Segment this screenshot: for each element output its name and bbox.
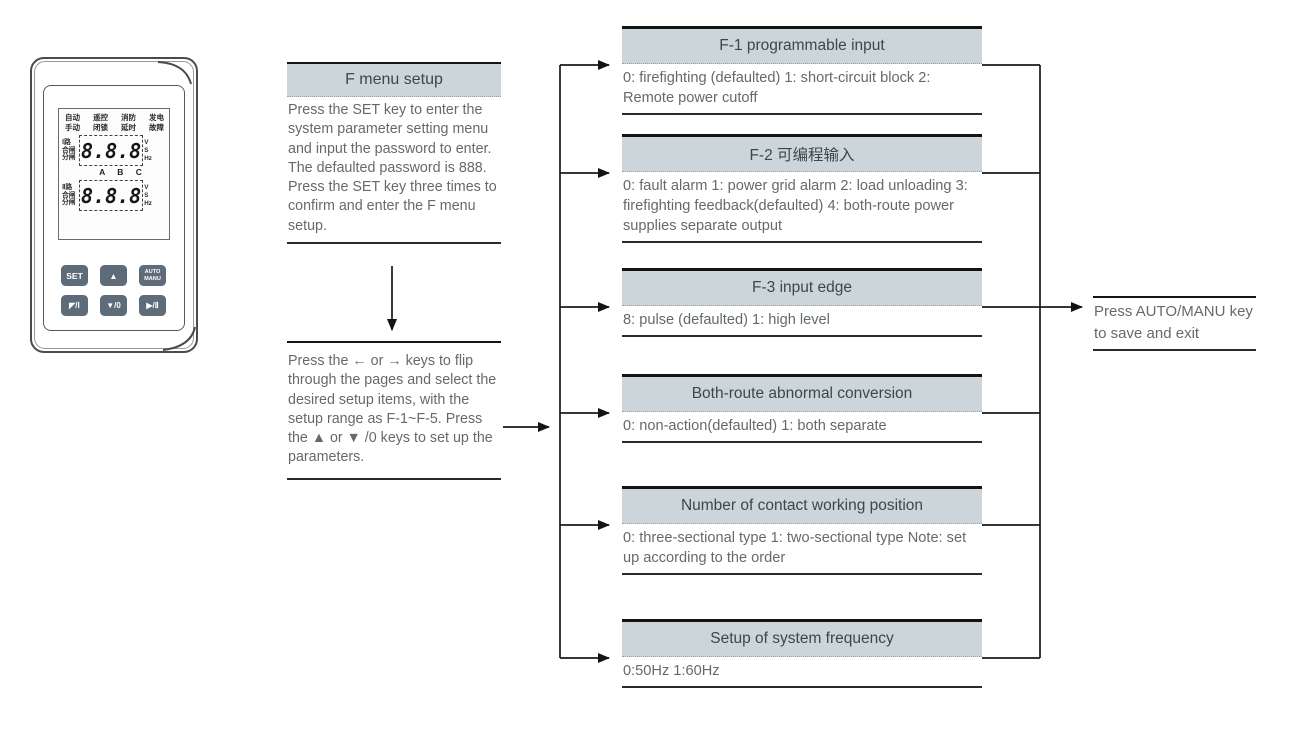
open-button: ▼/0 [100, 295, 127, 316]
route1-close-label: 合闸 [62, 146, 76, 154]
lcd-display: 自动 遥控 消防 发电 手动 闭锁 延时 故障 Ⅰ路 合闸 [58, 108, 170, 240]
flow-step-enter-menu: F menu setup Press the SET key to enter … [287, 62, 501, 245]
status-delay: 延时 [121, 123, 136, 132]
setup-item-f3: F-3 input edge 8: pulse (defaulted) 1: h… [622, 268, 982, 337]
route2-seven-segment: 8.8.8 [79, 180, 144, 211]
status-remote: 遥控 [93, 113, 108, 122]
route2-labels: Ⅱ路 合闸 分闸 [62, 184, 79, 207]
unit-s: S [144, 146, 149, 154]
setup-item-options: 8: pulse (defaulted) 1: high level [622, 306, 982, 337]
setup-item-title: Number of contact working position [622, 489, 982, 524]
setup-item-title: F-3 input edge [622, 271, 982, 306]
status-row-2: 手动 闭锁 延时 故障 [65, 123, 164, 132]
setup-item-title: Setup of system frequency [622, 622, 982, 657]
setup-item-options: 0: fault alarm 1: power grid alarm 2: lo… [622, 172, 982, 243]
route1-open-label: 分闸 [62, 154, 76, 162]
setup-item-options: 0: firefighting (defaulted) 1: short-cir… [622, 64, 982, 115]
route1-units: V S Hz [144, 139, 152, 163]
setup-item-options: 0: three-sectional type 1: two-sectional… [622, 524, 982, 575]
status-manual: 手动 [65, 123, 80, 132]
manu-label: MANU [144, 275, 161, 282]
route2-open-label: 分闸 [62, 199, 76, 207]
route2-display: Ⅱ路 合闸 分闸 8.8.8 V S Hz [62, 180, 167, 211]
status-row-1: 自动 遥控 消防 发电 [65, 113, 164, 122]
setup-item-f2: F-2 可编程输入 0: fault alarm 1: power grid a… [622, 134, 982, 243]
device-faceplate: 自动 遥控 消防 发电 手动 闭锁 延时 故障 Ⅰ路 合闸 [43, 85, 185, 331]
up-arrow-button: ▲ [100, 265, 127, 286]
status-fire: 消防 [121, 113, 136, 122]
route1-seven-segment: 8.8.8 [79, 135, 144, 166]
setup-item-abnormal-conversion: Both-route abnormal conversion 0: non-ac… [622, 374, 982, 443]
status-fault: 故障 [149, 123, 164, 132]
flow-step-page-select: Press the ← or → keys to flip through th… [287, 341, 501, 480]
controller-front-panel: 自动 遥控 消防 发电 手动 闭锁 延时 故障 Ⅰ路 合闸 [30, 57, 198, 353]
auto-manu-button: AUTO MANU [139, 265, 166, 286]
close-route1-button: ◤/Ⅰ [61, 295, 88, 316]
route2-name: Ⅱ路 [62, 184, 73, 192]
setup-item-f1: F-1 programmable input 0: firefighting (… [622, 26, 982, 115]
lcd-status-indicators: 自动 遥控 消防 发电 手动 闭锁 延时 故障 [62, 113, 167, 132]
status-lock: 闭锁 [93, 123, 108, 132]
setup-item-options: 0:50Hz 1:60Hz [622, 657, 982, 688]
phase-labels: A B C [99, 167, 142, 177]
flow-step-description: Press the ← or → keys to flip through th… [288, 353, 497, 466]
unit-hz: Hz [144, 154, 152, 162]
unit-hz: Hz [144, 199, 152, 207]
auto-label: AUTO [144, 269, 161, 276]
flow-step-title: F menu setup [287, 64, 501, 97]
setup-item-title: F-2 可编程输入 [622, 137, 982, 172]
setup-item-title: Both-route abnormal conversion [622, 377, 982, 412]
keypad: SET ▲ AUTO MANU ◤/Ⅰ ▼/0 ▶/Ⅱ [61, 265, 166, 316]
flow-step-description: Press the SET key to enter the system pa… [288, 102, 497, 234]
route2-units: V S Hz [144, 184, 152, 208]
setup-item-title: F-1 programmable input [622, 29, 982, 64]
unit-v: V [144, 183, 149, 191]
route1-name: Ⅰ路 [62, 139, 71, 147]
setup-item-options: 0: non-action(defaulted) 1: both separat… [622, 412, 982, 443]
status-auto: 自动 [65, 113, 80, 122]
route1-display: Ⅰ路 合闸 分闸 8.8.8 V S Hz [62, 135, 167, 166]
route1-labels: Ⅰ路 合闸 分闸 [62, 139, 79, 162]
unit-v: V [144, 138, 149, 146]
status-gen: 发电 [149, 113, 164, 122]
unit-s: S [144, 191, 149, 199]
set-button: SET [61, 265, 88, 286]
save-exit-note: Press AUTO/MANU key to save and exit [1093, 296, 1256, 351]
close-route2-button: ▶/Ⅱ [139, 295, 166, 316]
setup-item-contact-position: Number of contact working position 0: th… [622, 486, 982, 575]
route2-close-label: 合闸 [62, 191, 76, 199]
setup-item-frequency: Setup of system frequency 0:50Hz 1:60Hz [622, 619, 982, 688]
